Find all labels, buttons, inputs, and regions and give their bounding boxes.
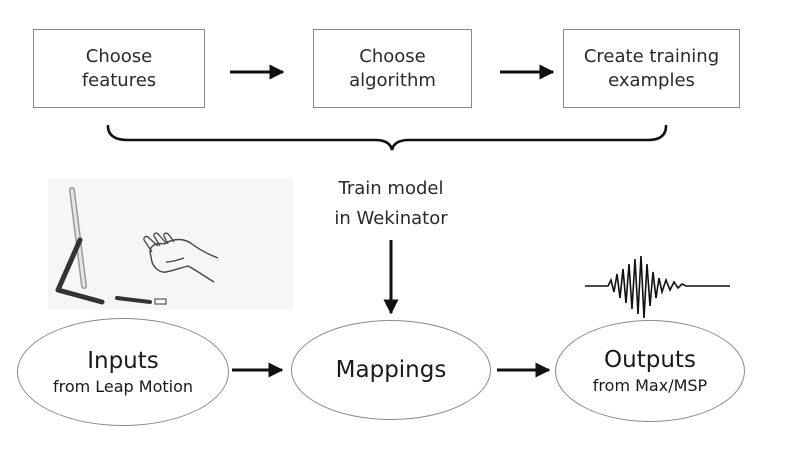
train-line1: Train model xyxy=(338,178,444,199)
inputs-node: Inputs from Leap Motion xyxy=(17,318,229,426)
step-box-choose-algorithm: Choose algorithm xyxy=(313,29,472,108)
step-box-choose-features: Choose features xyxy=(33,29,205,108)
mappings-title: Mappings xyxy=(335,357,447,383)
mappings-node: Mappings xyxy=(291,320,491,420)
step-line2: features xyxy=(81,69,157,91)
outputs-subtitle: from Max/MSP xyxy=(592,376,708,395)
step-line2: examples xyxy=(608,69,695,91)
inputs-title: Inputs xyxy=(87,348,159,374)
step-line2: algorithm xyxy=(349,69,436,91)
outputs-title: Outputs xyxy=(604,347,696,373)
step-line1: Create training xyxy=(583,45,720,67)
train-line2: in Wekinator xyxy=(334,208,448,229)
inputs-subtitle: from Leap Motion xyxy=(52,377,194,396)
curly-brace xyxy=(106,124,668,151)
sound-waveform-icon xyxy=(585,255,730,319)
step-box-create-training-examples: Create training examples xyxy=(563,29,740,108)
computer-monitor-with-hand-and-leap-motion-sensor-icon xyxy=(48,178,293,310)
step-line1: Choose xyxy=(359,45,426,67)
train-model-caption: Train model in Wekinator xyxy=(291,174,491,234)
step-line1: Choose xyxy=(85,45,153,67)
outputs-node: Outputs from Max/MSP xyxy=(555,320,745,422)
